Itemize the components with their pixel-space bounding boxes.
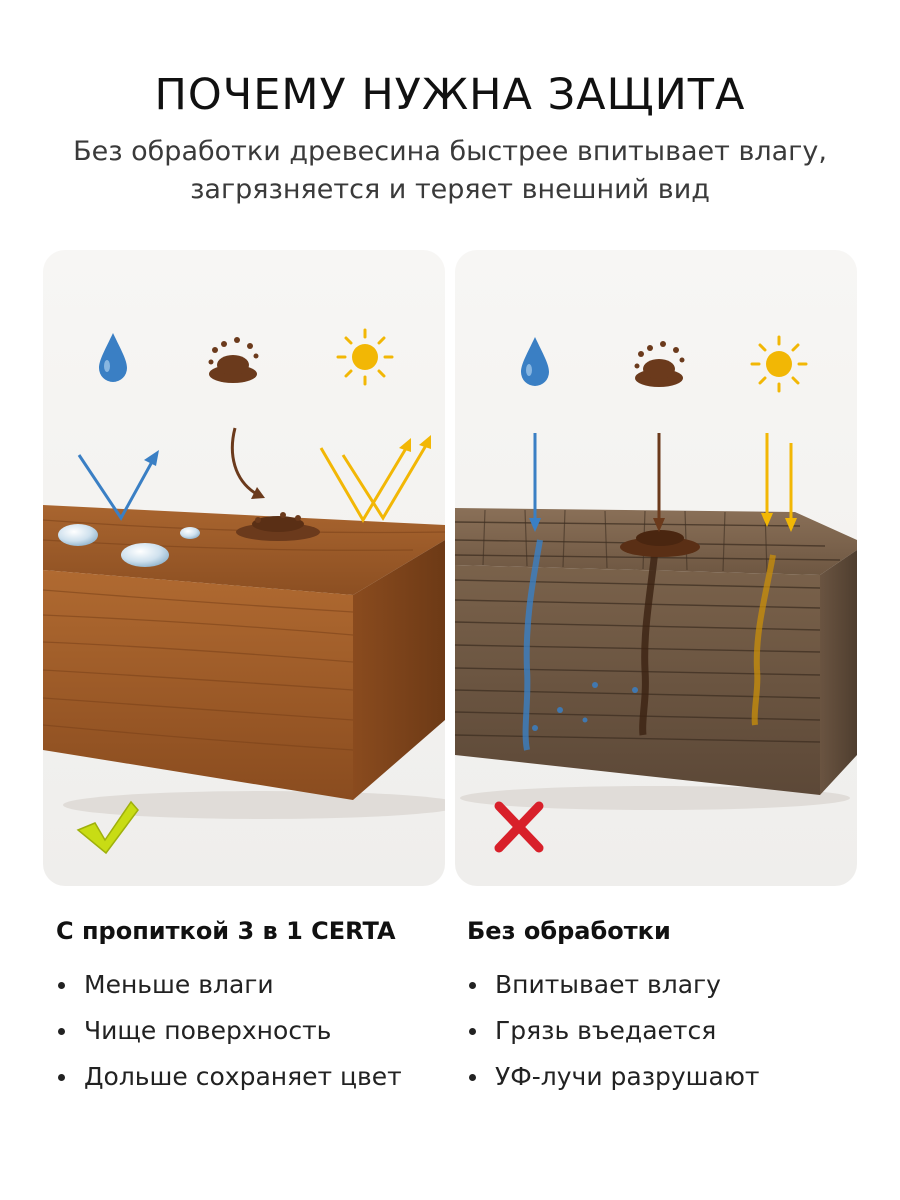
dirt-arrow [230, 427, 256, 495]
water-bounce-arrow [77, 454, 155, 521]
water-drop-icon-2 [521, 337, 549, 386]
sun-icon-2 [750, 335, 808, 393]
check-icon [76, 800, 139, 855]
subtitle-line-2: загрязняется и теряет внешний вид [190, 174, 710, 205]
treated-wood-illustration [43, 328, 445, 855]
uv-damage-crack [751, 554, 776, 726]
water-penetrate-arrow-head [529, 518, 541, 532]
treated-plank-top [43, 505, 445, 595]
page-subtitle: Без обработки древесина быстрее впитывае… [20, 133, 880, 209]
water-drop-icon [99, 333, 127, 382]
page-title: ПОЧЕМУ НУЖНА ЗАЩИТА [154, 70, 746, 120]
dirt-pile [236, 512, 320, 541]
uv-arrow-head-2 [785, 518, 797, 532]
sun-reflect-arrows [319, 441, 430, 523]
sun-arrow-head-1 [399, 438, 411, 452]
sun-icon [336, 328, 394, 386]
list-item: Впитывает влагу [467, 962, 759, 1008]
untreated-problems-list: Впитывает влагу Грязь въедается УФ-лучи … [467, 962, 759, 1100]
dirt-penetrate-arrow-head [653, 518, 665, 532]
uv-arrow-head-1 [761, 513, 773, 527]
treated-plank-end [353, 540, 445, 800]
untreated-wood-illustration [455, 335, 857, 853]
water-beads [58, 524, 200, 567]
dirt-splash-icon-2 [634, 341, 685, 387]
untreated-column-title: Без обработки [467, 917, 671, 945]
list-item: Меньше влаги [56, 962, 402, 1008]
water-seep-crack [522, 539, 543, 751]
cross-icon [494, 801, 544, 853]
dirt-splash-icon [208, 337, 259, 383]
treated-benefits-list: Меньше влаги Чище поверхность Дольше сох… [56, 962, 402, 1100]
treated-column-title: С пропиткой 3 в 1 CERTA [56, 917, 396, 945]
list-item: Грязь въедается [467, 1008, 759, 1054]
treated-wood-panel [43, 250, 445, 886]
list-item: Чище поверхность [56, 1008, 402, 1054]
list-item: Дольше сохраняет цвет [56, 1054, 402, 1100]
treated-plank-front [43, 570, 353, 800]
untreated-plank-front [455, 565, 820, 795]
subtitle-line-1: Без обработки древесина быстрее впитывае… [73, 136, 827, 167]
list-item: УФ-лучи разрушают [467, 1054, 759, 1100]
untreated-plank-end [820, 550, 857, 795]
water-arrow-head [144, 450, 159, 466]
water-seep-dots [532, 682, 638, 731]
sun-arrow-head-2 [419, 435, 431, 449]
dirt-seep-crack [639, 549, 659, 736]
untreated-wood-panel [455, 250, 857, 886]
dirt-pile-untreated [620, 530, 700, 557]
dirt-arrow-head [251, 487, 265, 499]
